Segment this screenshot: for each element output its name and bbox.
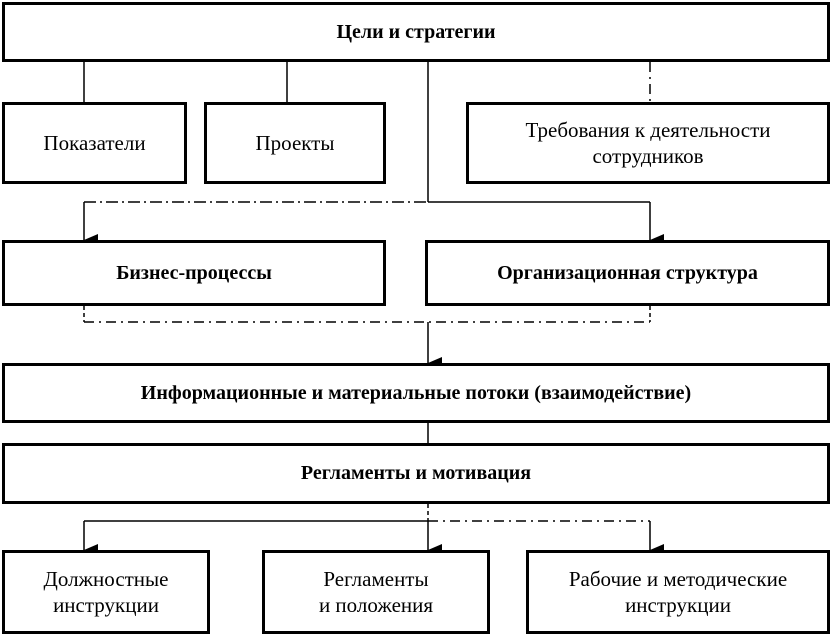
indicators-box: Показатели bbox=[2, 102, 187, 184]
work-instructions-line1: Рабочие и методические bbox=[568, 566, 788, 591]
flows-label: Информационные и материальные потоки (вз… bbox=[140, 381, 692, 404]
job-descriptions-line2: инструкции bbox=[53, 593, 159, 617]
goals-label: Цели и стратегии bbox=[336, 20, 496, 43]
projects-label: Проекты bbox=[255, 130, 335, 155]
org-structure-label: Организационная структура bbox=[497, 261, 758, 284]
regulations-provisions-line2: и положения bbox=[318, 593, 434, 617]
job-descriptions-box: Должностные инструкции bbox=[2, 550, 210, 634]
regulations-provisions-box: Регламенты и положения bbox=[262, 550, 490, 634]
business-processes-label: Бизнес-процессы bbox=[116, 261, 272, 284]
regulations-motivation-box: Регламенты и мотивация bbox=[2, 443, 830, 504]
requirements-label-line2: сотрудников bbox=[592, 144, 704, 168]
flows-box: Информационные и материальные потоки (вз… bbox=[2, 363, 830, 423]
org-structure-box: Организационная структура bbox=[425, 240, 830, 306]
regulations-provisions-line1: Регламенты bbox=[323, 566, 429, 591]
job-descriptions-line1: Должностные bbox=[43, 566, 169, 591]
goals-box: Цели и стратегии bbox=[2, 2, 830, 62]
business-processes-box: Бизнес-процессы bbox=[2, 240, 386, 306]
projects-box: Проекты bbox=[204, 102, 386, 184]
requirements-box: Требования к деятельности сотрудников bbox=[466, 102, 830, 184]
work-instructions-box: Рабочие и методические инструкции bbox=[526, 550, 830, 634]
requirements-label-line1: Требования к деятельности bbox=[525, 117, 771, 142]
regulations-motivation-label: Регламенты и мотивация bbox=[300, 462, 532, 484]
work-instructions-line2: инструкции bbox=[625, 593, 731, 617]
indicators-label: Показатели bbox=[43, 130, 146, 155]
